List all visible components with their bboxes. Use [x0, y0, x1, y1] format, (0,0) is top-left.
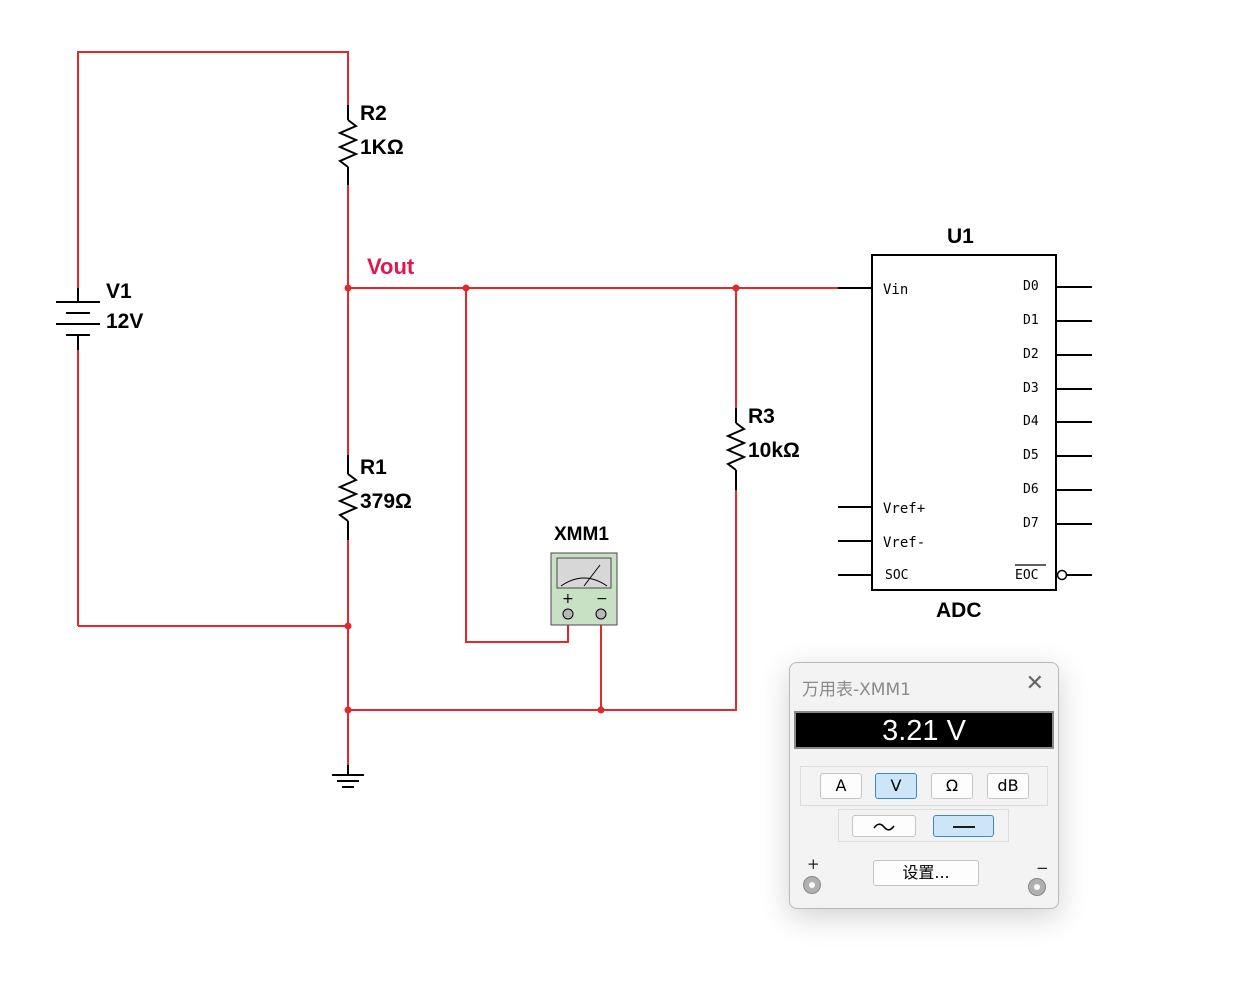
adc-pin-d2: D2	[1023, 347, 1039, 362]
plus-terminal[interactable]	[803, 876, 821, 894]
settings-button[interactable]: 设置...	[873, 860, 979, 886]
multimeter-window: 万用表-XMM1 ✕ 3.21 V A V Ω dB + 设置... −	[789, 662, 1059, 909]
measurement-mode-group: A V Ω dB	[800, 766, 1048, 806]
xmm1-name: XMM1	[554, 524, 609, 545]
r1-value: 379Ω	[360, 490, 412, 513]
adc-pin-d7: D7	[1023, 516, 1039, 531]
minus-terminal-label: −	[1036, 859, 1049, 877]
plus-terminal-label: +	[807, 855, 820, 873]
r2-name: R2	[360, 102, 387, 125]
r1-name: R1	[360, 456, 387, 479]
resistor-r3[interactable]	[725, 408, 747, 490]
meter-readout: 3.21 V	[794, 711, 1054, 749]
adc-pin-vin: Vin	[883, 282, 908, 298]
adc-pin-vref-minus: Vref-	[883, 535, 925, 551]
net-label-vout: Vout	[367, 254, 415, 279]
close-icon[interactable]: ✕	[1025, 671, 1044, 696]
r2-value: 1KΩ	[360, 136, 404, 159]
battery-v1[interactable]	[56, 288, 100, 350]
adc-u1[interactable]	[838, 254, 1092, 591]
ac-button[interactable]	[852, 815, 916, 837]
adc-pin-d5: D5	[1023, 448, 1039, 463]
ground-icon	[332, 765, 364, 788]
adc-pin-d1: D1	[1023, 313, 1039, 328]
signal-type-group	[838, 809, 1009, 842]
adc-type-label: ADC	[936, 599, 982, 622]
multimeter-xmm1[interactable]	[550, 552, 618, 626]
xmm1-minus-label: −	[596, 591, 608, 607]
mode-volt-button[interactable]: V	[875, 773, 917, 799]
adc-pin-d3: D3	[1023, 381, 1039, 396]
adc-pin-vref-plus: Vref+	[883, 501, 925, 517]
xmm1-plus-label: +	[562, 591, 574, 607]
mode-db-button[interactable]: dB	[987, 773, 1029, 799]
resistor-r1[interactable]	[337, 455, 359, 540]
adc-pin-d4: D4	[1023, 414, 1039, 429]
mode-ohm-button[interactable]: Ω	[931, 773, 973, 799]
adc-ref: U1	[947, 225, 974, 248]
r3-value: 10kΩ	[748, 439, 800, 462]
wires	[77, 51, 838, 765]
mode-ampere-button[interactable]: A	[820, 773, 862, 799]
minus-terminal[interactable]	[1028, 878, 1046, 896]
adc-pin-d0: D0	[1023, 279, 1039, 294]
v1-name: V1	[106, 280, 132, 303]
dc-line-icon	[952, 825, 975, 828]
adc-pin-eoc: EOC	[1015, 568, 1038, 583]
window-title: 万用表-XMM1	[802, 680, 911, 700]
adc-pin-soc: SOC	[885, 568, 908, 583]
adc-pin-d6: D6	[1023, 482, 1039, 497]
dc-button[interactable]	[933, 815, 994, 837]
v1-value: 12V	[106, 310, 143, 333]
resistor-r2[interactable]	[337, 105, 359, 185]
junctions	[344, 284, 740, 714]
r3-name: R3	[748, 405, 775, 428]
ac-sine-icon	[873, 822, 895, 831]
